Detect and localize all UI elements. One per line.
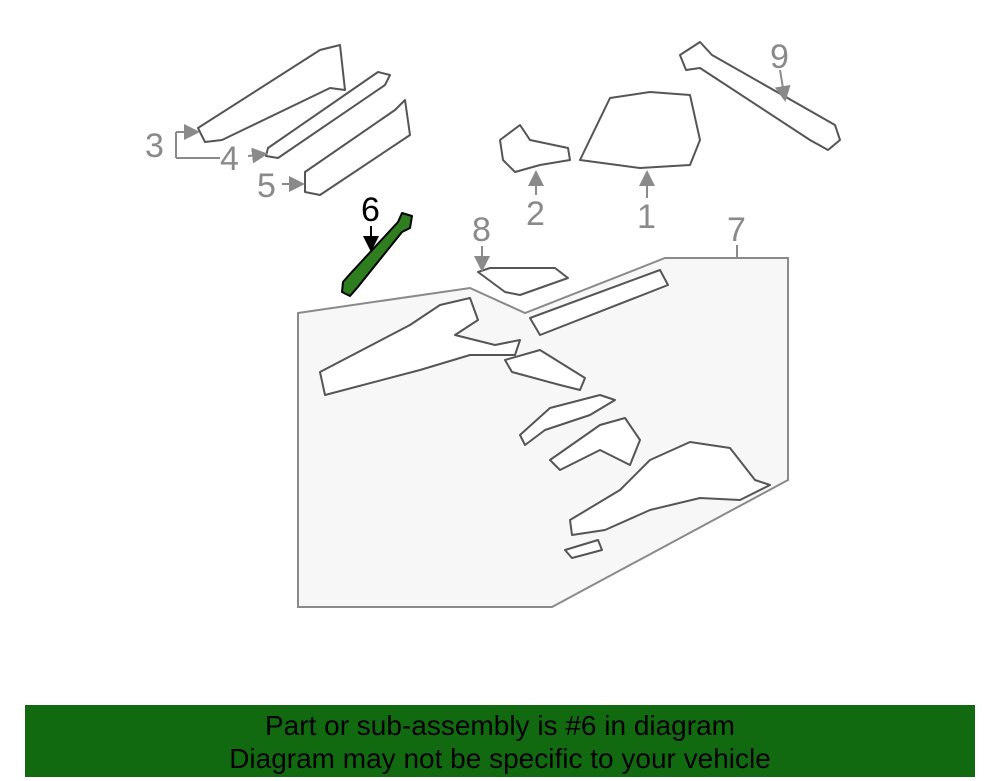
part-8-bracket[interactable]: [477, 267, 569, 296]
info-banner: Part or sub-assembly is #6 in diagram Di…: [25, 705, 975, 777]
assembly-7-parts: [319, 269, 771, 559]
part-5-rail[interactable]: [304, 99, 411, 196]
part-2-bracket[interactable]: [499, 124, 571, 173]
callout-7: 7: [727, 211, 746, 249]
callout-3: 3: [145, 127, 164, 165]
callout-9: 9: [770, 38, 789, 76]
callout-leaders: [175, 69, 791, 272]
callout-2: 2: [526, 195, 545, 233]
callout-8: 8: [472, 211, 491, 249]
part-1-panel[interactable]: [579, 91, 701, 169]
part-9-crossbar[interactable]: [679, 41, 841, 151]
banner-line-disclaimer: Diagram may not be specific to your vehi…: [229, 743, 771, 774]
callout-6: 6: [361, 191, 380, 229]
part-6-brace-highlighted[interactable]: [341, 212, 413, 297]
callout-5: 5: [257, 167, 276, 205]
callout-4: 4: [220, 140, 239, 178]
callout-1: 1: [637, 198, 656, 236]
banner-line-part: Part or sub-assembly is #6 in diagram: [265, 710, 735, 741]
